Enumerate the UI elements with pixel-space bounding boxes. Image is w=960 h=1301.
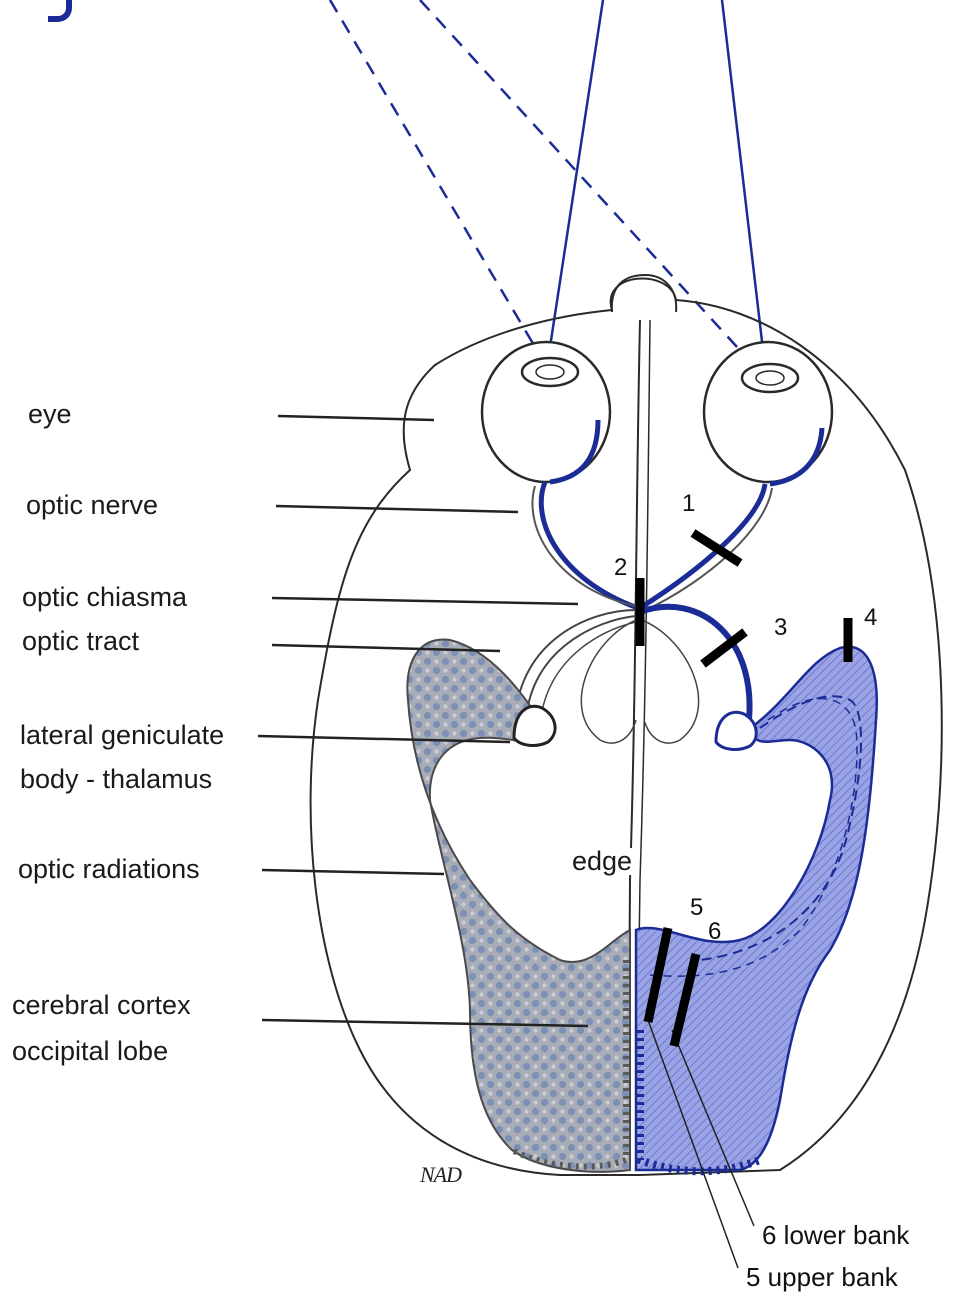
label-cortex-line2: occipital lobe — [12, 1038, 168, 1065]
label-edge: edge — [570, 848, 634, 875]
label-optic-tract: optic tract — [22, 628, 139, 655]
label-optic-chiasma: optic chiasma — [22, 584, 187, 611]
left-optic-nerve-gray — [532, 486, 636, 606]
chiasm-loop-right — [642, 620, 699, 743]
lesion-number-6: 6 — [708, 920, 721, 944]
right-optic-tract — [640, 607, 750, 728]
label-eye: eye — [28, 401, 72, 428]
leader-eye — [278, 416, 434, 420]
lesion-number-2: 2 — [614, 556, 627, 580]
lesion-number-5: 5 — [690, 896, 703, 920]
chiasm-loop-left — [581, 620, 636, 743]
lesion-number-1: 1 — [682, 492, 695, 516]
frontal-bump — [612, 275, 676, 312]
artist-signature: NAD — [420, 1162, 461, 1188]
label-upper-bank: 5 upper bank — [746, 1264, 898, 1290]
left-eye — [482, 342, 610, 482]
label-cortex-line1: cerebral cortex — [12, 992, 191, 1019]
right-optic-radiation — [636, 647, 877, 1170]
label-lgb-line2: body - thalamus — [20, 766, 212, 793]
right-lgb — [716, 712, 756, 749]
label-lgb-line1: lateral geniculate — [20, 722, 224, 749]
lesion-number-3: 3 — [774, 616, 787, 640]
label-lower-bank: 6 lower bank — [762, 1222, 909, 1248]
leader-optic-radiations — [262, 870, 444, 874]
leader-optic-nerve — [276, 506, 518, 512]
lesion-number-4: 4 — [864, 606, 877, 630]
left-lgb — [514, 706, 555, 745]
left-optic-tract — [515, 610, 636, 720]
label-optic-radiations: optic radiations — [18, 856, 200, 883]
leader-optic-chiasma — [272, 598, 578, 604]
right-eye — [704, 342, 832, 484]
label-optic-nerve: optic nerve — [26, 492, 158, 519]
left-optic-tract-3 — [540, 622, 636, 726]
right-optic-nerve — [640, 484, 765, 608]
